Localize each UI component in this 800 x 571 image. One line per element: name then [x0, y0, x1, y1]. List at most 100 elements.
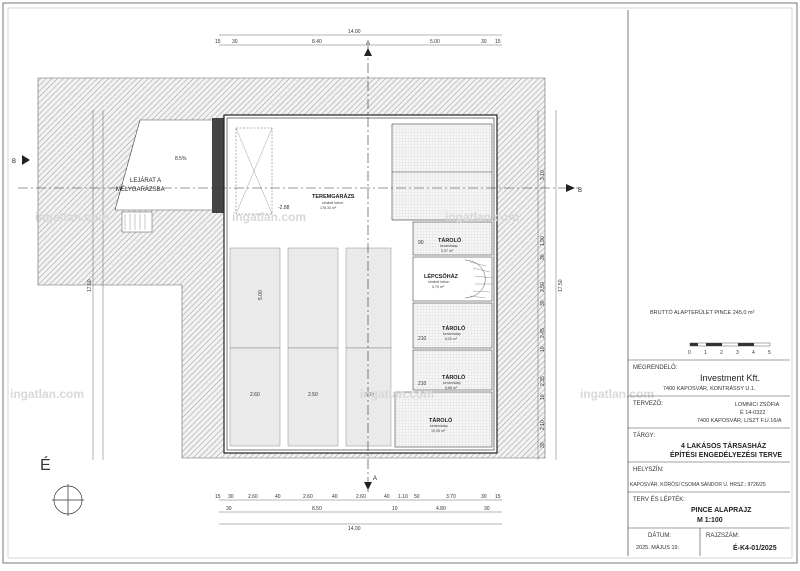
bay-width: 2.50 [308, 392, 318, 398]
dim-text: 50 [414, 494, 420, 500]
location-text: KAPOSVÁR, KŐRÖSI CSOMA SÁNDOR U. HRSZ.: … [630, 481, 766, 488]
dim-text: 8.50 [312, 506, 322, 512]
stair-curve [464, 259, 486, 299]
watermark: ingatlan.com [232, 210, 306, 224]
section-label-a-bottom: A [373, 476, 377, 482]
date-value: 2025. MÁJUS 19. [636, 544, 680, 551]
dim-text: 15 [495, 494, 501, 500]
dim-text: 30 [481, 39, 487, 45]
svg-text:simitott beton: simitott beton [322, 201, 343, 205]
svg-text:TÁROLÓ: TÁROLÓ [429, 416, 453, 424]
parking-bay [287, 247, 339, 349]
svg-text:kerámialap: kerámialap [430, 424, 448, 428]
dim-text: 3.10 [540, 170, 546, 180]
designer-address: 7400 KAPOSVÁR, LISZT F.U.16/A [697, 417, 782, 424]
dim-text: 10 [540, 346, 546, 352]
designer-name: LOMNICI ZSÓFIA [735, 401, 780, 408]
dim-text: 30 [484, 506, 490, 512]
room-storage-4: TÁROLÓ kerámialap 10,05 m² [429, 416, 453, 433]
dim-text: 8.40 [312, 39, 322, 45]
dim-text: 2.50 [540, 282, 546, 292]
parking-bay [345, 347, 392, 447]
ramp-slope: 8.5% [175, 156, 187, 162]
stairwell [412, 256, 493, 302]
stair-treads [469, 261, 493, 299]
svg-text:8,00 m²: 8,00 m² [445, 337, 458, 341]
svg-text:TEREMGARÁZS: TEREMGARÁZS [312, 193, 355, 200]
dim-text: 1.90 [540, 236, 546, 246]
dim-bottom-total: 14.00 [348, 526, 361, 532]
svg-text:10,05 m²: 10,05 m² [431, 429, 446, 433]
svg-text:kerámialap: kerámialap [443, 381, 461, 385]
svg-text:simitott beton: simitott beton [428, 280, 449, 284]
section-label-b-right: B [578, 188, 582, 194]
room-storage-3: TÁROLÓ kerámialap 8,86 m² [442, 373, 466, 390]
dimension-top: 14.00 15 30 8.40 5.00 30 15 [215, 29, 502, 46]
dim-text: 40 [384, 494, 390, 500]
door-height: 210 [418, 381, 427, 387]
ramp-stair [121, 211, 153, 233]
scale-bar-segment [738, 343, 754, 346]
dim-text: 2.35 [540, 376, 546, 386]
bay-width: 2.60 [364, 392, 374, 398]
door-height: 210 [418, 336, 427, 342]
dim-text: 10 [392, 506, 398, 512]
section-arrow-a-bottom [364, 482, 372, 490]
svg-text:kerámialap: kerámialap [443, 332, 461, 336]
dim-text: 2.60 [248, 494, 258, 500]
ramp-wall [212, 118, 224, 213]
scale-bar-segment [706, 343, 722, 346]
scale-bar-label: 3 [736, 350, 739, 356]
ramp-label-2: MÉLYGARÁZSBA [116, 186, 165, 193]
storage-room-1 [412, 221, 493, 256]
parking-bays [229, 247, 392, 447]
dim-text: 2.60 [356, 494, 366, 500]
dim-text: 30 [540, 442, 546, 448]
ventilation-shaft [235, 127, 273, 215]
section-label-b-left: B [12, 159, 16, 165]
dim-text: 4.80 [436, 506, 446, 512]
parking-bay [229, 347, 281, 447]
dimension-bottom: 15 30 2.60 40 2.60 40 2.60 40 1.10 50 3.… [215, 494, 502, 532]
level-mark: -2.88 [278, 205, 290, 211]
scale-bar-label: 2 [720, 350, 723, 356]
svg-text:8,86 m²: 8,86 m² [445, 386, 458, 390]
dim-text: 15 [215, 494, 221, 500]
dim-top-total: 14.00 [348, 29, 361, 35]
dim-text: 2.10 [540, 420, 546, 430]
svg-text:LÉPCSŐHÁZ: LÉPCSŐHÁZ [424, 272, 459, 280]
scale-bar-frame [689, 342, 771, 347]
watermark: ingatlan.com [35, 210, 109, 224]
plan-scale: M 1:100 [697, 517, 723, 524]
dim-text: 30 [232, 39, 238, 45]
storage-room-3 [412, 349, 493, 391]
dim-text: 30 [540, 300, 546, 306]
sheet-number-label: RAJZSZÁM: [706, 532, 740, 539]
client-label: MEGRENDELŐ: [633, 364, 678, 371]
room-storage-2: TÁROLÓ kerámialap 8,00 m² [442, 324, 466, 341]
dim-text: 30 [228, 494, 234, 500]
sheet-inner-border [7, 7, 793, 559]
dim-text: 3.70 [446, 494, 456, 500]
subject-label: TÁRGY: [633, 432, 655, 439]
dim-text: 15 [495, 39, 501, 45]
dim-text: 30 [540, 254, 546, 260]
watermark: ingatlan.com [360, 387, 434, 401]
client-name: Investment Kft. [700, 373, 760, 383]
dim-text: 40 [332, 494, 338, 500]
dim-left-total: 17.50 [87, 279, 93, 292]
dimension-right: 3.10 1.90 30 2.50 30 2.45 10 2.35 10 2.1… [537, 110, 564, 460]
storage-room-4 [394, 391, 493, 448]
scale-bar-segment [690, 343, 698, 346]
sheet-number: É-K4-01/2025 [733, 543, 777, 552]
subject-line-2: ÉPÍTÉSI ENGEDÉLYEZÉSI TERVE [670, 450, 782, 459]
parking-bay [229, 247, 281, 349]
svg-text:5,97 m²: 5,97 m² [441, 249, 454, 253]
designer-reg: É 14-0322 [740, 409, 765, 416]
plan-title: PINCE ALAPRAJZ [691, 507, 752, 514]
north-label: É [40, 455, 51, 474]
parking-bay [345, 247, 392, 349]
section-arrow-a-top [364, 48, 372, 56]
scale-bar: 0 1 2 3 4 5 [688, 342, 771, 356]
